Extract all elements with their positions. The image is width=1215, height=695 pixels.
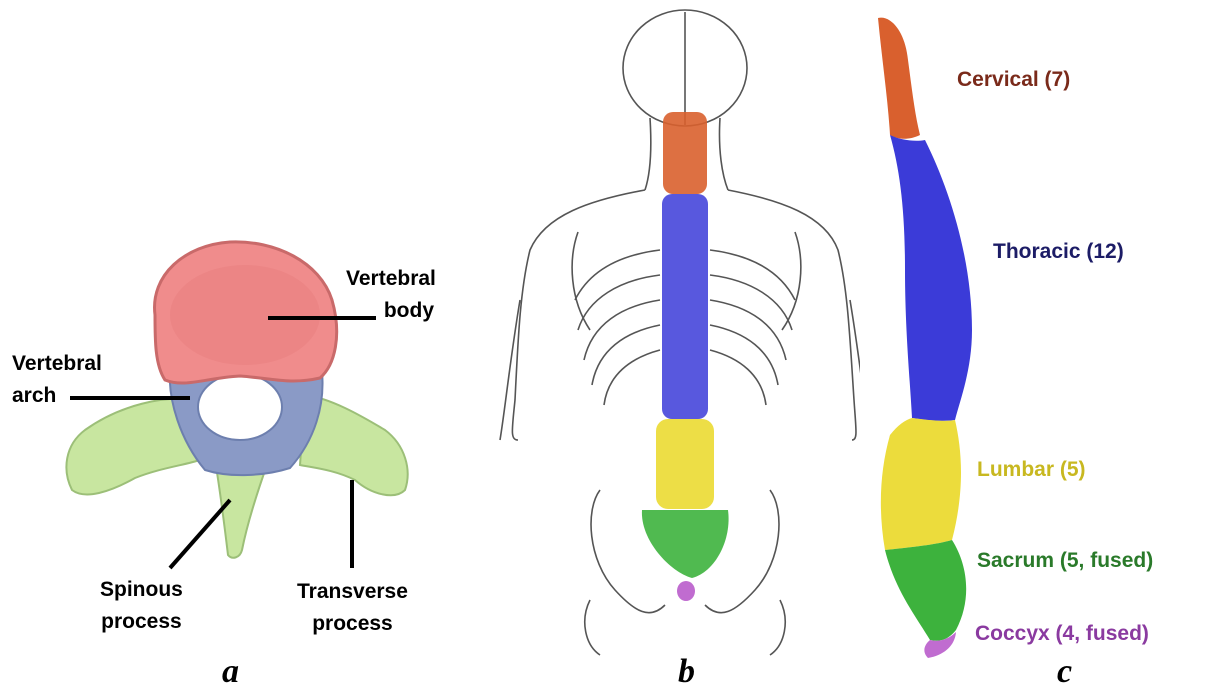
coccyx-segment — [677, 581, 695, 601]
transverse-process-label: Transverse process — [297, 576, 408, 640]
vertebral-body-label-line2: body — [346, 295, 436, 327]
vertebral-arch-label-line1: Vertebral — [12, 348, 102, 380]
pelvis-outline — [591, 490, 665, 613]
vertebral-body-label: Vertebral body — [346, 263, 436, 327]
vertebral-arch-label-line2: arch — [12, 380, 102, 412]
cervical-segment — [663, 112, 707, 194]
coccyx-label: Coccyx (4, fused) — [975, 622, 1149, 646]
vertebral-body-label-line1: Vertebral — [346, 263, 436, 295]
lumbar-label: Lumbar (5) — [977, 458, 1086, 482]
thoracic-segment — [662, 194, 708, 419]
spinous-process-label-line1: Spinous — [100, 574, 183, 606]
lateral-spine-illustration — [860, 0, 1215, 695]
back-view-illustration — [470, 0, 860, 695]
lumbar-segment — [656, 419, 714, 509]
thoracic-label: Thoracic (12) — [993, 240, 1124, 264]
vertebral-foramen — [198, 374, 282, 440]
transverse-process-label-line2: process — [297, 608, 408, 640]
panel-a-vertebra: Vertebral body Vertebral arch Spinous pr… — [0, 0, 470, 695]
sacrum-region — [885, 540, 966, 641]
panel-a-letter: a — [222, 653, 239, 691]
panel-c-lateral-spine: Cervical (7) Thoracic (12) Lumbar (5) Sa… — [860, 0, 1215, 695]
transverse-process-label-line1: Transverse — [297, 576, 408, 608]
spinous-pointer-line — [170, 500, 230, 568]
cervical-region — [878, 18, 920, 139]
torso-outline — [512, 190, 645, 440]
vertebral-arch-label: Vertebral arch — [12, 348, 102, 412]
sacrum-segment — [642, 510, 729, 578]
panel-b-back-view: b — [470, 0, 860, 695]
thoracic-region — [890, 135, 972, 421]
panel-c-letter: c — [1057, 653, 1072, 691]
lumbar-region — [881, 418, 961, 550]
panel-b-letter: b — [678, 653, 695, 691]
sacrum-label: Sacrum (5, fused) — [977, 549, 1153, 573]
spinous-process-label-line2: process — [100, 606, 183, 638]
spinous-process-label: Spinous process — [100, 574, 183, 638]
cervical-label: Cervical (7) — [957, 68, 1070, 92]
